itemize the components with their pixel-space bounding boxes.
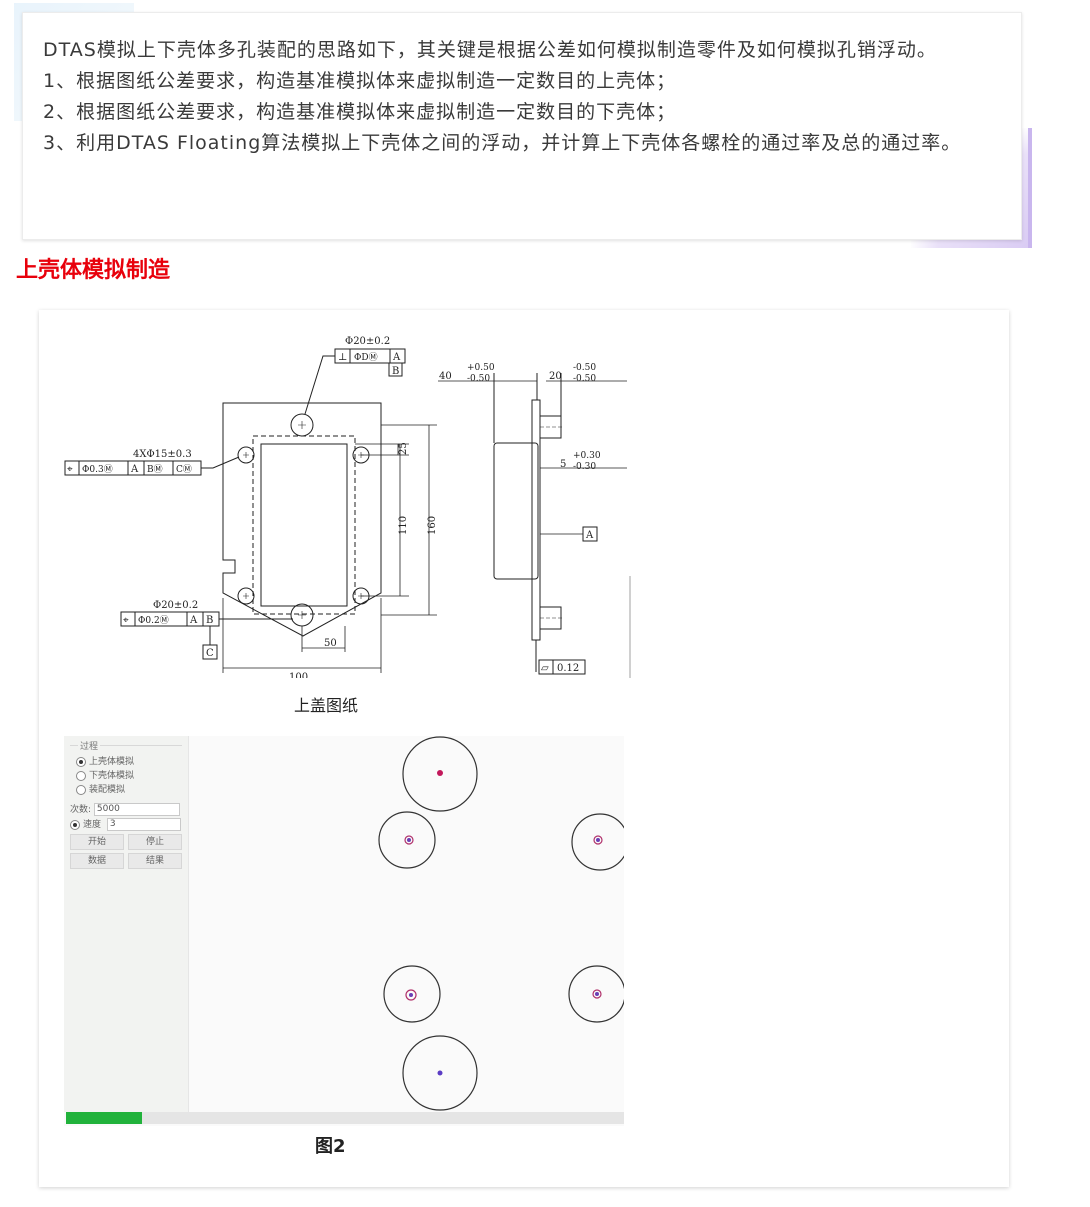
side-tol-5-lower: -0.30 xyxy=(573,462,596,472)
figure-card: Φ20±0.2 ⊥ ΦDⓂ A B 4XΦ15±0.3 ⌖ Φ0.3Ⓜ A BⓂ… xyxy=(39,310,1009,1187)
sim-pin-markers xyxy=(404,770,603,1076)
simulation-progress-bar xyxy=(66,1112,624,1124)
top-hole xyxy=(290,413,314,437)
side-datum-box xyxy=(582,526,598,542)
intro-text: DTAS模拟上下壳体多孔装配的思路如下，其关键是根据公差如何模拟制造零件及如何模… xyxy=(43,35,1005,159)
four-hole-size: 4XΦ15±0.3 xyxy=(133,449,192,460)
top-hole-fcf-cell-0: ⊥ xyxy=(338,352,347,363)
bottom-hole-fcf-cell-3: B xyxy=(206,615,213,626)
data-button[interactable]: 数据 xyxy=(70,853,124,869)
figure-caption: 图2 xyxy=(315,1136,346,1157)
sim-hole-top xyxy=(402,736,478,812)
side-tol-20-upper: -0.50 xyxy=(573,363,596,373)
dim-100: 100 xyxy=(289,672,308,678)
count-label: 次数: xyxy=(70,805,92,815)
bottom-hole-datum: C xyxy=(206,648,214,659)
sim-hole-bottom xyxy=(402,1035,478,1111)
dim-160: 160 xyxy=(427,516,438,535)
bottom-hole-fcf-cell-1: Φ0.2Ⓜ xyxy=(138,615,169,626)
bottom-hole-size: Φ20±0.2 xyxy=(153,600,198,611)
dim-110: 110 xyxy=(398,516,409,535)
side-tol-40-upper: +0.50 xyxy=(467,363,495,373)
top-hole-datum: B xyxy=(392,366,399,377)
radio-icon[interactable] xyxy=(76,770,86,781)
speed-row: 速度 3 xyxy=(70,818,181,831)
corner-hole-bl xyxy=(237,587,255,605)
simulation-control-panel: 过程 上壳体模拟 下壳体模拟 装配模拟 次数: 5000 速度 3 开始 停止 … xyxy=(64,736,189,1112)
dim-50: 50 xyxy=(324,638,337,649)
intro-line: DTAS模拟上下壳体多孔装配的思路如下，其关键是根据公差如何模拟制造零件及如何模… xyxy=(43,39,937,61)
stop-button[interactable]: 停止 xyxy=(128,834,182,850)
drawing-caption: 上盖图纸 xyxy=(294,696,359,715)
side-datum: A xyxy=(585,530,594,541)
speed-radio-icon[interactable] xyxy=(70,819,80,830)
side-tol-20-lower: -0.50 xyxy=(573,374,596,384)
four-hole-leader xyxy=(201,456,240,469)
option-lower-shell[interactable]: 下壳体模拟 xyxy=(76,770,134,782)
bottom-hole-fcf xyxy=(120,611,220,627)
side-tol-40-lower: -0.50 xyxy=(467,374,490,384)
option-label: 下壳体模拟 xyxy=(89,771,135,781)
four-hole-fcf-cell-3: BⓂ xyxy=(147,464,163,475)
front-dimensions xyxy=(222,424,437,673)
count-input[interactable]: 5000 xyxy=(93,803,180,816)
side-tol-5-upper: +0.30 xyxy=(573,451,601,461)
inner-window-dashed xyxy=(252,435,356,615)
count-row: 次数: 5000 xyxy=(70,803,180,816)
sim-hole-upper-left xyxy=(378,811,436,869)
engineering-drawing: Φ20±0.2 ⊥ ΦDⓂ A B 4XΦ15±0.3 ⌖ Φ0.3Ⓜ A BⓂ… xyxy=(64,336,631,678)
side-view xyxy=(438,373,627,675)
inner-window xyxy=(260,443,348,607)
radio-selected-icon[interactable] xyxy=(76,756,86,767)
intro-line: 1、根据图纸公差要求，构造基准模拟体来虚拟制造一定数目的上壳体； xyxy=(43,70,677,92)
option-label: 上壳体模拟 xyxy=(89,757,135,767)
section-title: 上壳体模拟制造 xyxy=(16,258,171,283)
dim-25: 25 xyxy=(398,442,409,455)
start-button[interactable]: 开始 xyxy=(70,834,124,850)
top-hole-size: Φ20±0.2 xyxy=(345,336,390,347)
simulation-canvas xyxy=(378,736,624,1111)
four-hole-fcf-cell-0: ⌖ xyxy=(67,464,73,475)
sim-hole-upper-right xyxy=(571,813,624,871)
sim-hole-lower-right xyxy=(568,965,624,1023)
corner-hole-tl xyxy=(237,446,255,464)
flatness-value: 0.12 xyxy=(557,663,579,674)
flatness-symbol: ▱ xyxy=(541,663,549,674)
result-button[interactable]: 结果 xyxy=(128,853,182,869)
intro-card: DTAS模拟上下壳体多孔装配的思路如下，其关键是根据公差如何模拟制造零件及如何模… xyxy=(22,12,1022,240)
four-hole-fcf-cell-1: Φ0.3Ⓜ xyxy=(82,464,113,475)
bottom-hole-fcf-cell-0: ⌖ xyxy=(123,615,129,626)
top-hole-fcf-cell-2: A xyxy=(392,352,401,363)
four-hole-fcf-cell-2: A xyxy=(130,464,139,475)
intro-line: 3、利用DTAS Floating算法模拟上下壳体之间的浮动，并计算上下壳体各螺… xyxy=(43,132,962,154)
side-dim-20: 20 xyxy=(549,371,562,382)
progress-fill xyxy=(66,1112,143,1124)
option-label: 装配模拟 xyxy=(89,785,126,795)
radio-icon[interactable] xyxy=(76,784,86,795)
top-hole-leader xyxy=(304,355,335,415)
option-upper-shell[interactable]: 上壳体模拟 xyxy=(76,756,134,768)
side-dim-5: 5 xyxy=(560,459,566,470)
four-hole-fcf-cell-4: CⓂ xyxy=(176,464,192,475)
intro-line: 2、根据图纸公差要求，构造基准模拟体来虚拟制造一定数目的下壳体； xyxy=(43,101,677,123)
group-divider xyxy=(70,745,182,746)
top-hole-fcf-cell-1: ΦDⓂ xyxy=(354,352,378,363)
speed-label: 速度 xyxy=(83,820,102,830)
front-view-outline xyxy=(222,402,382,637)
bottom-hole-fcf-cell-2: A xyxy=(189,615,198,626)
option-assembly[interactable]: 装配模拟 xyxy=(76,784,125,796)
group-label: 过程 xyxy=(78,739,101,752)
top-hole-datum-box xyxy=(388,362,403,377)
simulation-window: 过程 上壳体模拟 下壳体模拟 装配模拟 次数: 5000 速度 3 开始 停止 … xyxy=(64,736,624,1126)
speed-spinbox[interactable]: 3 xyxy=(106,818,181,831)
side-dim-40: 40 xyxy=(439,371,452,382)
sim-hole-lower-left xyxy=(383,965,441,1023)
